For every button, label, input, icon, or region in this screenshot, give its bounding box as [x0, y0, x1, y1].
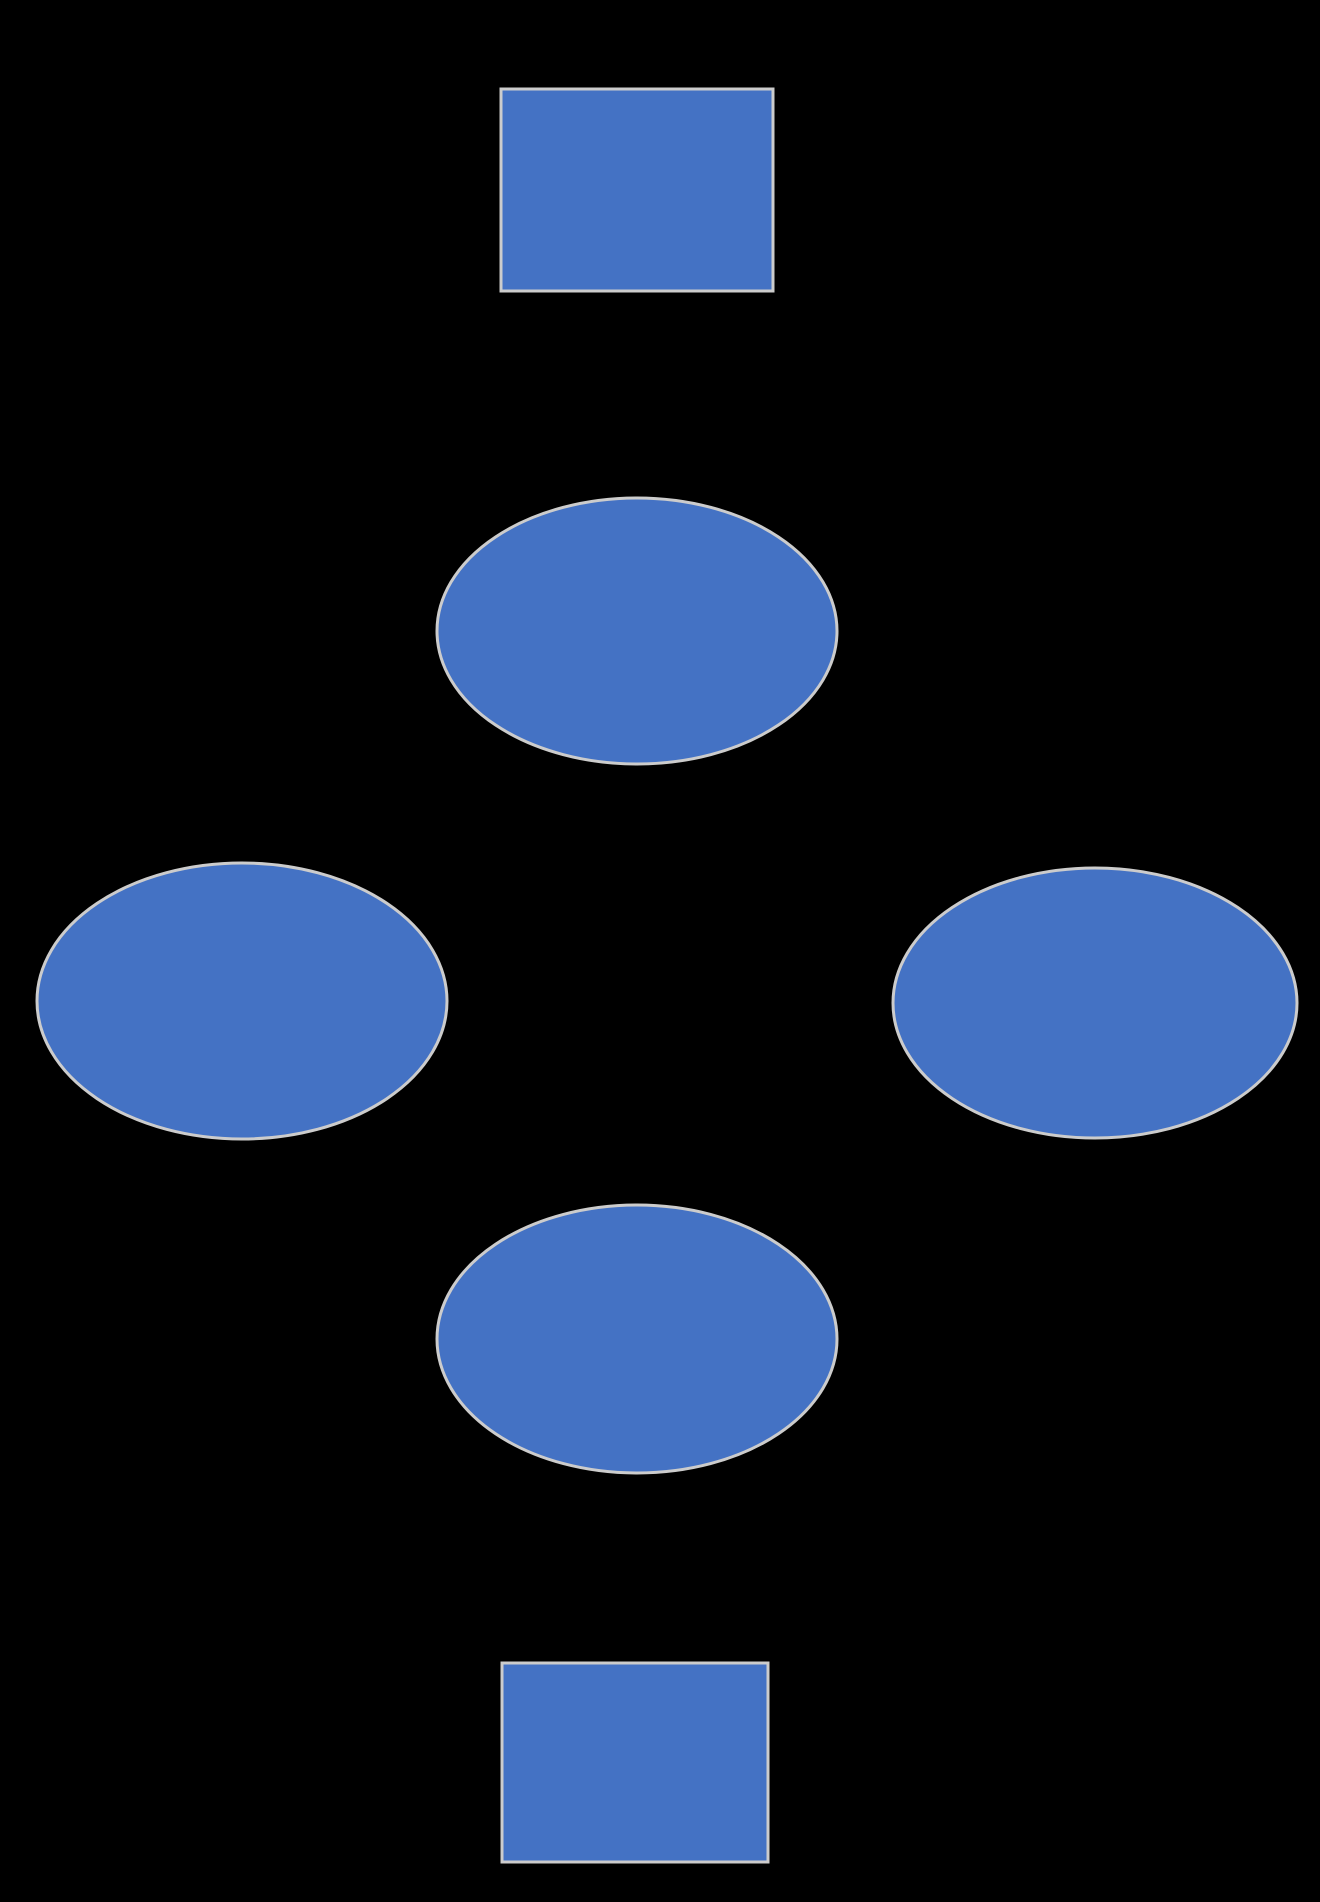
ready-state-ellipse — [435, 496, 839, 766]
pend-state-ellipse — [35, 861, 449, 1141]
task-activate-spawn-box — [499, 87, 775, 293]
suspended-state-ellipse — [435, 1203, 839, 1475]
delay-state-ellipse — [891, 866, 1299, 1140]
task-init-box — [500, 1661, 770, 1864]
